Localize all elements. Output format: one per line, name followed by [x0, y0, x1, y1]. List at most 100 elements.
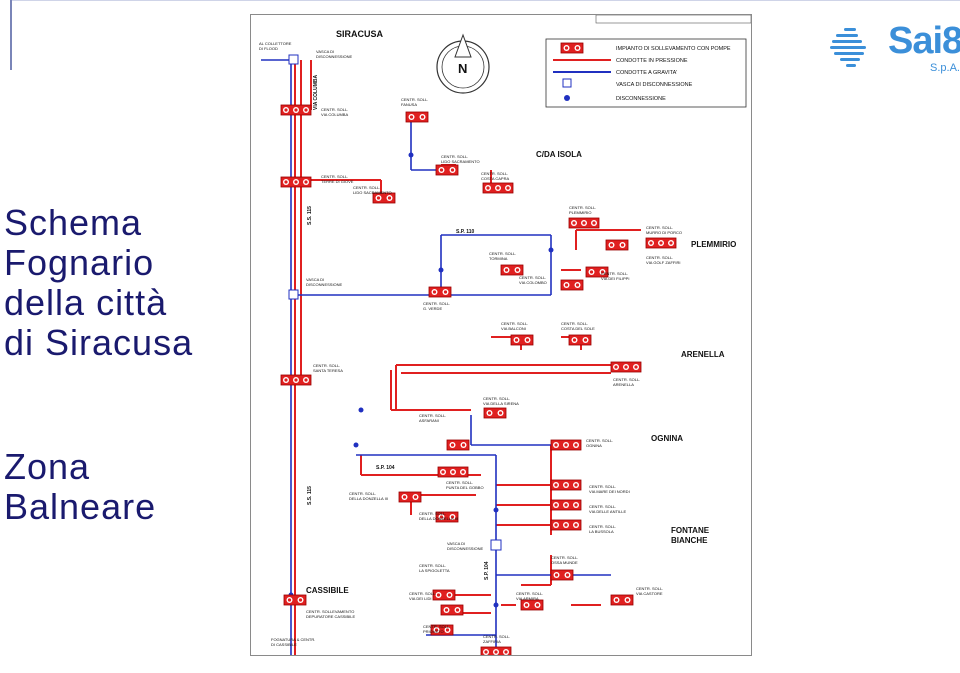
- station-label: DISCONNESSIONE: [316, 54, 353, 59]
- subtitle-line: Balneare: [4, 486, 157, 527]
- station-label: CENTR. SOLL.: [589, 504, 616, 509]
- station-label: AL COLLETTORE: [259, 41, 292, 46]
- station-label: CENTR. SOLL.: [636, 586, 663, 591]
- station-label: CENTR. SOLL.: [446, 480, 473, 485]
- station-label: CENTR. SOLL.: [481, 171, 508, 176]
- station-label: ARENELLA: [613, 382, 634, 387]
- station-label: VASCA DI: [316, 49, 334, 54]
- station-label: CENTR. SOLL.: [613, 377, 640, 382]
- slide-title: Schema Fognario della città di Siracusa: [4, 203, 244, 363]
- station-label: ASFARANI: [419, 418, 439, 423]
- legend-label: CONDOTTE IN PRESSIONE: [616, 58, 688, 64]
- title-block: [595, 15, 751, 24]
- station-label: CENTR. SOLL.: [401, 97, 428, 102]
- station-label: LIDO SACRAMENTO: [353, 190, 392, 195]
- station-label: CENTR. SOLL.: [589, 484, 616, 489]
- station-label: VIA BALCONI: [501, 326, 526, 331]
- logo-subtext: S.p.A.: [930, 62, 960, 74]
- station-label: TORMINA: [489, 256, 508, 261]
- station-label: VIA CASTORE: [636, 591, 663, 596]
- sai8-logo-icon: [830, 28, 866, 67]
- compass-north: N: [458, 61, 467, 76]
- road-label: S.P. 104: [376, 465, 395, 471]
- area-label: C/DA ISOLA: [536, 150, 582, 159]
- compass-icon: [436, 33, 490, 94]
- title-line: Fognario: [4, 242, 155, 283]
- station-label: CENTR. SOLL.: [321, 174, 348, 179]
- station-label: VIA MARE DEI NORDI: [589, 489, 630, 494]
- station-label: CENTR. SOLL.: [519, 275, 546, 280]
- station-label: CENTR. SOLL.: [313, 363, 340, 368]
- station-label: COSTA DEL SOLE: [561, 326, 595, 331]
- station-label: MURRO DI PORCO: [646, 230, 682, 235]
- road-label: VIA COLUMBA: [313, 75, 319, 110]
- station-label: CENTR. SOLL.: [601, 271, 628, 276]
- disconnection-points: [288, 152, 554, 608]
- station-label: CENTR. SOLL.: [321, 107, 348, 112]
- station-label: DI FLOOD: [259, 46, 278, 51]
- station-label: CENTR. SOLL.: [349, 491, 376, 496]
- station-label: CENTR. SOLL.: [646, 255, 673, 260]
- station-label: CENTR. SOLL.: [353, 185, 380, 190]
- station-label: PLEMMIRIO: [569, 210, 591, 215]
- title-line: Schema: [4, 202, 143, 243]
- area-label: OGNINA: [651, 434, 683, 443]
- station-label: CENTR. SOLL.: [419, 413, 446, 418]
- station-label: CENTR. SOLL.: [516, 591, 543, 596]
- legend: [545, 38, 747, 108]
- legend-label: DISCONNESSIONE: [616, 96, 666, 102]
- station-label: DISCONNESSIONE: [306, 282, 343, 287]
- station-label: CENTR. SOLL.: [419, 563, 446, 568]
- station-label: LA SPIGOLETTA: [419, 568, 450, 573]
- station-label: LA BUSSOLA: [589, 529, 614, 534]
- station-label: ZAFFIRIA: [483, 639, 501, 644]
- station-label: VIA COLOMBO: [519, 280, 547, 285]
- station-label: VIA DELLE ANTILLE: [589, 509, 626, 514]
- road-label: S.P. 104: [484, 561, 490, 580]
- station-label: CENTR. SOLL.: [423, 624, 450, 629]
- station-label: CENTR. SOLL.: [441, 154, 468, 159]
- station-label: VIA COLUMBA: [321, 112, 348, 117]
- station-label: VASCA DI: [306, 277, 324, 282]
- station-label: DI CASSIBILE: [271, 642, 297, 647]
- title-line: della città: [4, 282, 168, 323]
- top-rule: [10, 0, 960, 1]
- sewer-diagram: IMPIANTO DI SOLLEVAMENTO CON POMPE CONDO…: [259, 15, 751, 655]
- station-label: CENTR. SOLL.: [483, 396, 510, 401]
- station-label: DISCONNESSIONE: [447, 546, 484, 551]
- title-line: di Siracusa: [4, 322, 194, 363]
- station-label: CENTR. SOLL.: [423, 301, 450, 306]
- station-label: TERRE DI GIOVE: [321, 179, 354, 184]
- vasca-boxes: [288, 54, 502, 551]
- station-label: OSSA MUNDE: [551, 560, 578, 565]
- station-label: CENTR. SOLL.: [569, 205, 596, 210]
- logo-text: Sai8: [888, 20, 960, 62]
- station-label: LIDO SACRAMENTO: [441, 159, 480, 164]
- station-label: G. VERDE: [423, 306, 442, 311]
- station-label: CENTR. SOLL.: [589, 524, 616, 529]
- station-label: VASCA DI: [447, 541, 465, 546]
- station-label: PUNTA DEL GOBBO: [446, 485, 484, 490]
- station-label: VIA DEI FILIPPI: [601, 276, 629, 281]
- area-label: SIRACUSA: [336, 29, 384, 39]
- area-label: BIANCHE: [671, 536, 708, 545]
- station-label: CENTR. SOLL.: [409, 591, 436, 596]
- station-label: CENTR. SOLL.: [489, 251, 516, 256]
- station-label: SANTA TERESA: [313, 368, 343, 373]
- legend-label: CONDOTTE A GRAVITA': [616, 70, 677, 76]
- legend-label: IMPIANTO DI SOLLEVAMENTO CON POMPE: [616, 46, 731, 52]
- station-label: CENTR. SOLLEVAMENTO: [306, 609, 354, 614]
- station-label: DELLA DONZELLA III: [419, 516, 458, 521]
- station-label: CENTR. SOLL.: [586, 438, 613, 443]
- slide-subtitle: Zona Balneare: [4, 447, 244, 527]
- station-label: FANUSA: [401, 102, 417, 107]
- area-label: PLEMMIRIO: [691, 240, 736, 249]
- sewer-map: IMPIANTO DI SOLLEVAMENTO CON POMPE CONDO…: [250, 14, 752, 656]
- station-label: COSTA CAPRA: [481, 176, 509, 181]
- station-label: CENTR. SOLL.: [419, 511, 446, 516]
- station-label: CENTR. SOLL.: [646, 225, 673, 230]
- station-label: CENTR. SOLL.: [551, 555, 578, 560]
- area-label: FONTANE: [671, 526, 710, 535]
- subtitle-line: Zona: [4, 446, 91, 487]
- area-label: ARENELLA: [681, 350, 725, 359]
